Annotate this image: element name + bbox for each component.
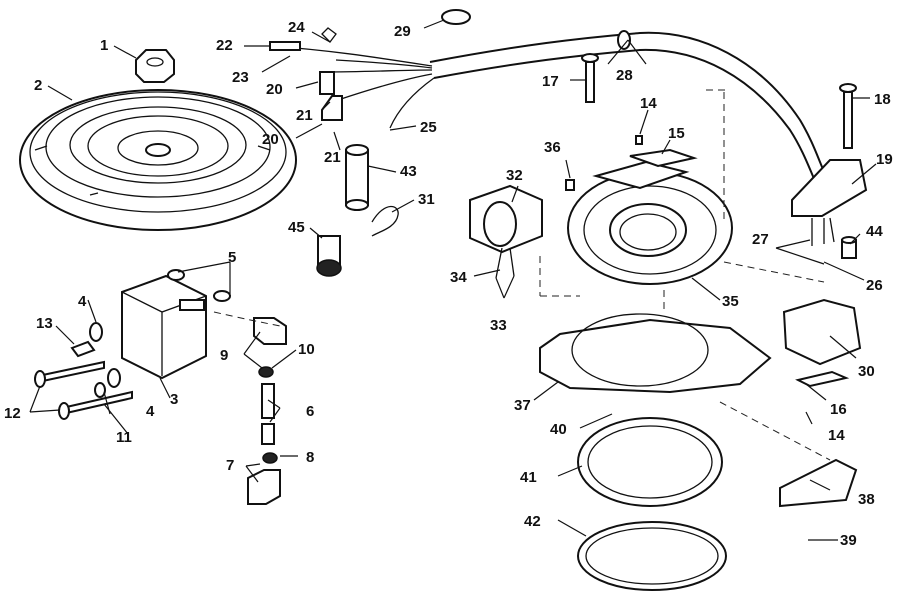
- callout-24: 24: [288, 19, 305, 36]
- callout-37: 37: [514, 397, 531, 414]
- wire-harness: [269, 27, 829, 189]
- screws: [565, 53, 857, 191]
- callout-35: 35: [722, 293, 739, 310]
- callout-14a: 14: [640, 95, 657, 112]
- callout-27: 27: [752, 231, 769, 248]
- retainer-15: [629, 148, 698, 168]
- callout-13: 13: [36, 315, 53, 332]
- callout-42: 42: [524, 513, 541, 530]
- callout-20a: 20: [266, 81, 283, 98]
- callout-18: 18: [874, 91, 891, 108]
- callout-44: 44: [866, 223, 883, 240]
- callout-32: 32: [506, 167, 523, 184]
- terminal-sleeve: [345, 144, 369, 211]
- callout-26: 26: [866, 277, 883, 294]
- sensor-bracket: [782, 298, 862, 366]
- callout-36: 36: [544, 139, 561, 156]
- callout-40: 40: [550, 421, 567, 438]
- callout-20b: 20: [262, 131, 279, 148]
- callout-34: 34: [450, 269, 467, 286]
- callout-4b: 4: [146, 403, 155, 420]
- timer-base: [567, 160, 733, 285]
- assembly-lines: [213, 89, 831, 461]
- boot-45: [316, 235, 342, 277]
- callout-9: 9: [220, 347, 228, 364]
- spark-plug-boots: [319, 71, 343, 121]
- power-pack: [121, 274, 207, 380]
- callout-1: 1: [100, 37, 108, 54]
- flywheel: [19, 89, 297, 231]
- callout-25: 25: [420, 119, 437, 136]
- callout-29: 29: [394, 23, 411, 40]
- callout-38: 38: [858, 491, 875, 508]
- callout-3: 3: [170, 391, 178, 408]
- leader-lines: [29, 19, 877, 541]
- hose-clamp: [441, 9, 471, 25]
- callout-14b: 14: [828, 427, 845, 444]
- callout-12: 12: [4, 405, 21, 422]
- charge-coil: [469, 184, 543, 279]
- callout-8: 8: [306, 449, 314, 466]
- callout-7: 7: [226, 457, 234, 474]
- washers: [89, 269, 231, 398]
- callout-15: 15: [668, 125, 685, 142]
- snap-ring: [577, 521, 727, 591]
- callout-17: 17: [542, 73, 559, 90]
- armature-plate: [539, 313, 772, 394]
- flywheel-nut: [135, 49, 175, 83]
- callout-10: 10: [298, 341, 315, 358]
- coil-cover: [791, 159, 868, 246]
- callout-21b: 21: [324, 149, 341, 166]
- callout-2: 2: [34, 77, 42, 94]
- callout-28: 28: [616, 67, 633, 84]
- callout-11: 11: [116, 429, 132, 446]
- callout-39: 39: [840, 532, 857, 549]
- callout-labels: 1 2 3 4 4 5 6 7 8 9 10 11 12 13 14 14 15…: [4, 19, 893, 549]
- callout-21a: 21: [296, 107, 313, 124]
- callout-19: 19: [876, 151, 893, 168]
- callout-22: 22: [216, 37, 233, 54]
- wire-31: [371, 205, 399, 237]
- retainer-16: [795, 370, 850, 388]
- callout-5: 5: [228, 249, 236, 266]
- callout-30: 30: [858, 363, 875, 380]
- callout-23: 23: [232, 69, 249, 86]
- callout-41: 41: [520, 469, 537, 486]
- callout-33: 33: [490, 317, 507, 334]
- callout-6: 6: [306, 403, 314, 420]
- retainer-ring: [577, 417, 723, 507]
- ground-clip: [70, 340, 96, 358]
- callout-31: 31: [418, 191, 435, 208]
- callout-43: 43: [400, 163, 417, 180]
- cam-wedge: [779, 458, 858, 508]
- callout-45: 45: [288, 219, 305, 236]
- callout-16: 16: [830, 401, 847, 418]
- callout-4a: 4: [78, 293, 87, 310]
